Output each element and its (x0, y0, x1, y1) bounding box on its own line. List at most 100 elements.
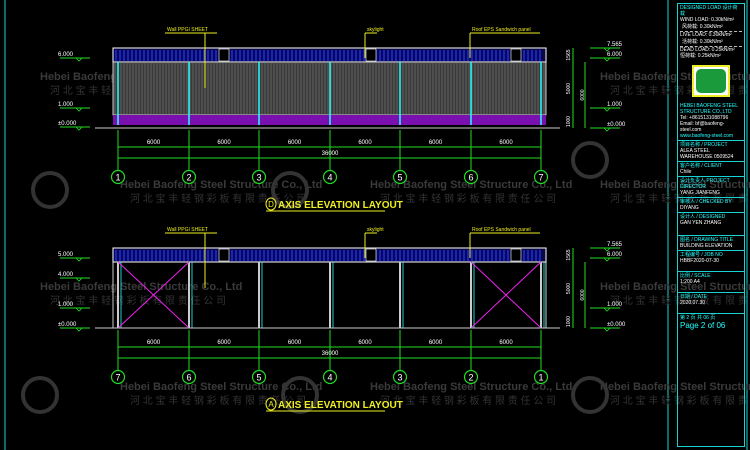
axis-label: 5 (397, 173, 402, 183)
level-label: 6.000 (607, 52, 623, 58)
axis-bubble (251, 169, 267, 185)
client-value: Chile (680, 169, 692, 175)
wind-load: WIND LOAD: 0.30kN/m² (680, 17, 735, 23)
page-number: Page 2 of 06 (680, 321, 726, 330)
callout-label: Roof EPS Sandwich panel (472, 27, 531, 33)
watermark-text-cn: 河 北 宝 丰 轻 钢 彩 板 有 限 责 任 公 司 (610, 294, 750, 307)
live-load: LIVE LOAD: 0.30kN/m² (680, 32, 732, 38)
level-label: 6.000 (607, 252, 623, 258)
level-label: 1.000 (58, 102, 74, 108)
span-label: 6000 (147, 140, 161, 146)
dead-load-cn: 恒荷载: 0.25kN/m² (680, 53, 721, 59)
axis-letter-bubble (265, 197, 277, 211)
scale-label: 比例 / SCALE (680, 273, 711, 279)
checked-value: DIYANG (680, 205, 699, 211)
axis-bubble (322, 169, 338, 185)
job-value: HBBF2020-07-30 (680, 258, 719, 264)
watermark-logo-icon (31, 171, 69, 209)
level-marker-icon (603, 247, 611, 252)
watermark-logo-icon (571, 376, 609, 414)
level-marker-icon (603, 107, 611, 112)
watermark-logo-icon (271, 171, 309, 209)
span-label: 6000 (429, 340, 443, 346)
skylight (510, 48, 522, 62)
director-label: 设计负责人 PROJECT DIRECTOR (680, 178, 730, 190)
watermark-logo-icon (281, 376, 319, 414)
level-label: 7.565 (607, 42, 623, 48)
level-marker-icon (603, 57, 611, 62)
designed-value: GAN YEN ZHANG (680, 220, 722, 226)
watermark-text: Hebei Baofeng Steel Structure Co., Ltd (120, 381, 322, 393)
level-marker-icon (75, 307, 83, 312)
scale-value: 1:200 A4 (680, 279, 700, 285)
watermark-text-cn: 河 北 宝 丰 轻 钢 彩 板 有 限 责 任 公 司 (610, 394, 750, 407)
skylight (365, 248, 377, 262)
skylight (365, 48, 377, 62)
watermark-logo-icon (21, 376, 59, 414)
level-marker-icon (603, 127, 611, 132)
axis-label: 3 (256, 173, 261, 183)
load-title: DESIGNED LOAD 设计荷载 (680, 5, 738, 17)
project-value: ALEA STEEL WAREHOUSE 0509524 (680, 148, 734, 160)
date-label: 日期 / DATE (680, 294, 708, 300)
axis-letter-bubble (265, 397, 277, 411)
watermark-text: Hebei Baofeng Steel Structure Co., Ltd (600, 179, 750, 191)
vdim-label: 1565 (566, 49, 572, 60)
director-value: YANG JIANFENG (680, 190, 720, 196)
vdim-label: 6000 (580, 289, 586, 300)
span-label: 6000 (499, 140, 513, 146)
span-label: 6000 (429, 140, 443, 146)
axis-label: 6 (186, 373, 191, 383)
level-marker-icon (603, 257, 611, 262)
callout-label: skylight (367, 27, 384, 33)
roof-panel (112, 247, 547, 263)
level-marker-icon (603, 307, 611, 312)
level-marker-icon (75, 257, 83, 262)
watermark-text-cn: 河 北 宝 丰 轻 钢 彩 板 有 限 责 任 公 司 (610, 192, 750, 205)
span-label: 6000 (288, 140, 302, 146)
vdim-label: 5000 (566, 83, 572, 94)
level-label: 6.000 (58, 52, 74, 58)
span-label: 6000 (147, 340, 161, 346)
axis-label: 7 (115, 373, 120, 383)
drawing-value: BUILDING ELEVATION (680, 243, 733, 249)
axis-label: 1 (538, 373, 543, 383)
level-marker-icon (75, 277, 83, 282)
watermark-text: Hebei Baofeng Steel Structure Co., Ltd (370, 179, 572, 191)
axis-bubble (181, 169, 197, 185)
sheet-cn: 第 2 页 共 06 页 (680, 315, 716, 321)
vdim-label: 6000 (580, 89, 586, 100)
company-tel: Tel: +8615131088796 (680, 115, 729, 121)
span-label: 6000 (217, 140, 231, 146)
vdim-label: 5000 (566, 283, 572, 294)
elevation-title: AXIS ELEVATION LAYOUT (278, 400, 403, 411)
axis-bubble (463, 369, 479, 385)
axis-label: 1 (115, 173, 120, 183)
span-label: 6000 (499, 340, 513, 346)
client-label: 客户名称 / CLIENT (680, 163, 722, 169)
vdim-label: 1565 (566, 249, 572, 260)
axis-label: 3 (397, 373, 402, 383)
axis-label: 4 (327, 373, 332, 383)
level-label: ±0.000 (607, 122, 626, 128)
watermark-text: Hebei Baofeng Steel Structure Co., Ltd (40, 281, 242, 293)
axis-bubble (533, 369, 549, 385)
level-label: ±0.000 (58, 322, 77, 328)
level-label: 1.000 (607, 102, 623, 108)
axis-label: 4 (327, 173, 332, 183)
axis-bubble (251, 369, 267, 385)
axis-bubble (322, 369, 338, 385)
axis-letter: D (268, 200, 274, 209)
level-label: 1.000 (58, 302, 74, 308)
axis-bubble (110, 369, 126, 385)
watermark-logo-icon (571, 141, 609, 179)
axis-bubble (110, 169, 126, 185)
job-label: 工程编号 / JOB NO (680, 252, 723, 258)
title-block: DESIGNED LOAD 设计荷载 WIND LOAD: 0.30kN/m² … (677, 3, 745, 447)
callout-label: skylight (367, 227, 384, 233)
watermark-text-cn: 河 北 宝 丰 轻 钢 彩 板 有 限 责 任 公 司 (130, 192, 306, 205)
skylight (218, 248, 230, 262)
callout-label: Roof EPS Sandwich panel (472, 227, 531, 233)
level-marker-icon (75, 327, 83, 332)
axis-letter: A (268, 400, 274, 409)
